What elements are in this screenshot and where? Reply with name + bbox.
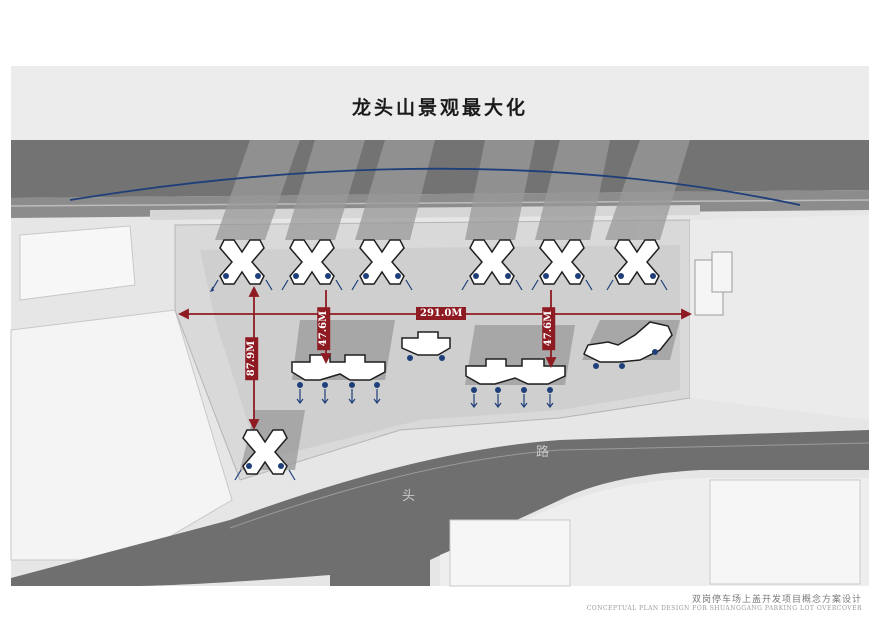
tower-3 (359, 239, 405, 285)
slab-4 (583, 321, 673, 363)
slab-1 (291, 354, 386, 381)
rail-line (10, 199, 870, 207)
page-title: 龙头山景观最大化 (351, 97, 528, 119)
slab-3 (465, 358, 566, 385)
right-area (690, 215, 869, 420)
tower-7 (242, 429, 288, 475)
top-strip (11, 66, 869, 140)
dimension-label-vertical-left: 87.9M (245, 336, 259, 381)
slab-buildings (291, 321, 673, 385)
towers (219, 239, 660, 475)
slab-2 (401, 331, 451, 356)
entrance-markers (223, 273, 658, 469)
tower-4 (469, 239, 515, 285)
left-building-top (19, 225, 136, 301)
right-building-2 (711, 251, 733, 293)
curved-road (11, 430, 869, 586)
tower-6 (614, 239, 660, 285)
dimension-label-horizontal: 291.0M (416, 307, 467, 320)
road-lane (229, 442, 870, 529)
road-label-lu: 路 (536, 444, 549, 460)
dimension-label-vertical-right: 47.6M (542, 306, 556, 351)
lower-right-building (709, 479, 861, 585)
parking-lot (10, 309, 233, 561)
tower-1 (219, 239, 265, 285)
dimension-label-vertical-mid: 47.6M (317, 306, 331, 351)
footer-title-en: CONCEPTUAL PLAN DESIGN FOR SHUANGGANG PA… (586, 605, 862, 612)
tower-shadows (215, 140, 690, 470)
road-label-tou: 头 (402, 489, 415, 504)
lower-mid-building (449, 519, 571, 587)
tower-2 (289, 239, 335, 285)
entrance-arrows (209, 279, 668, 481)
footer-title-cn: 双岗停车场上盖开发项目概念方案设计 (691, 595, 862, 605)
view-arc (69, 167, 801, 206)
tower-5 (539, 239, 585, 285)
